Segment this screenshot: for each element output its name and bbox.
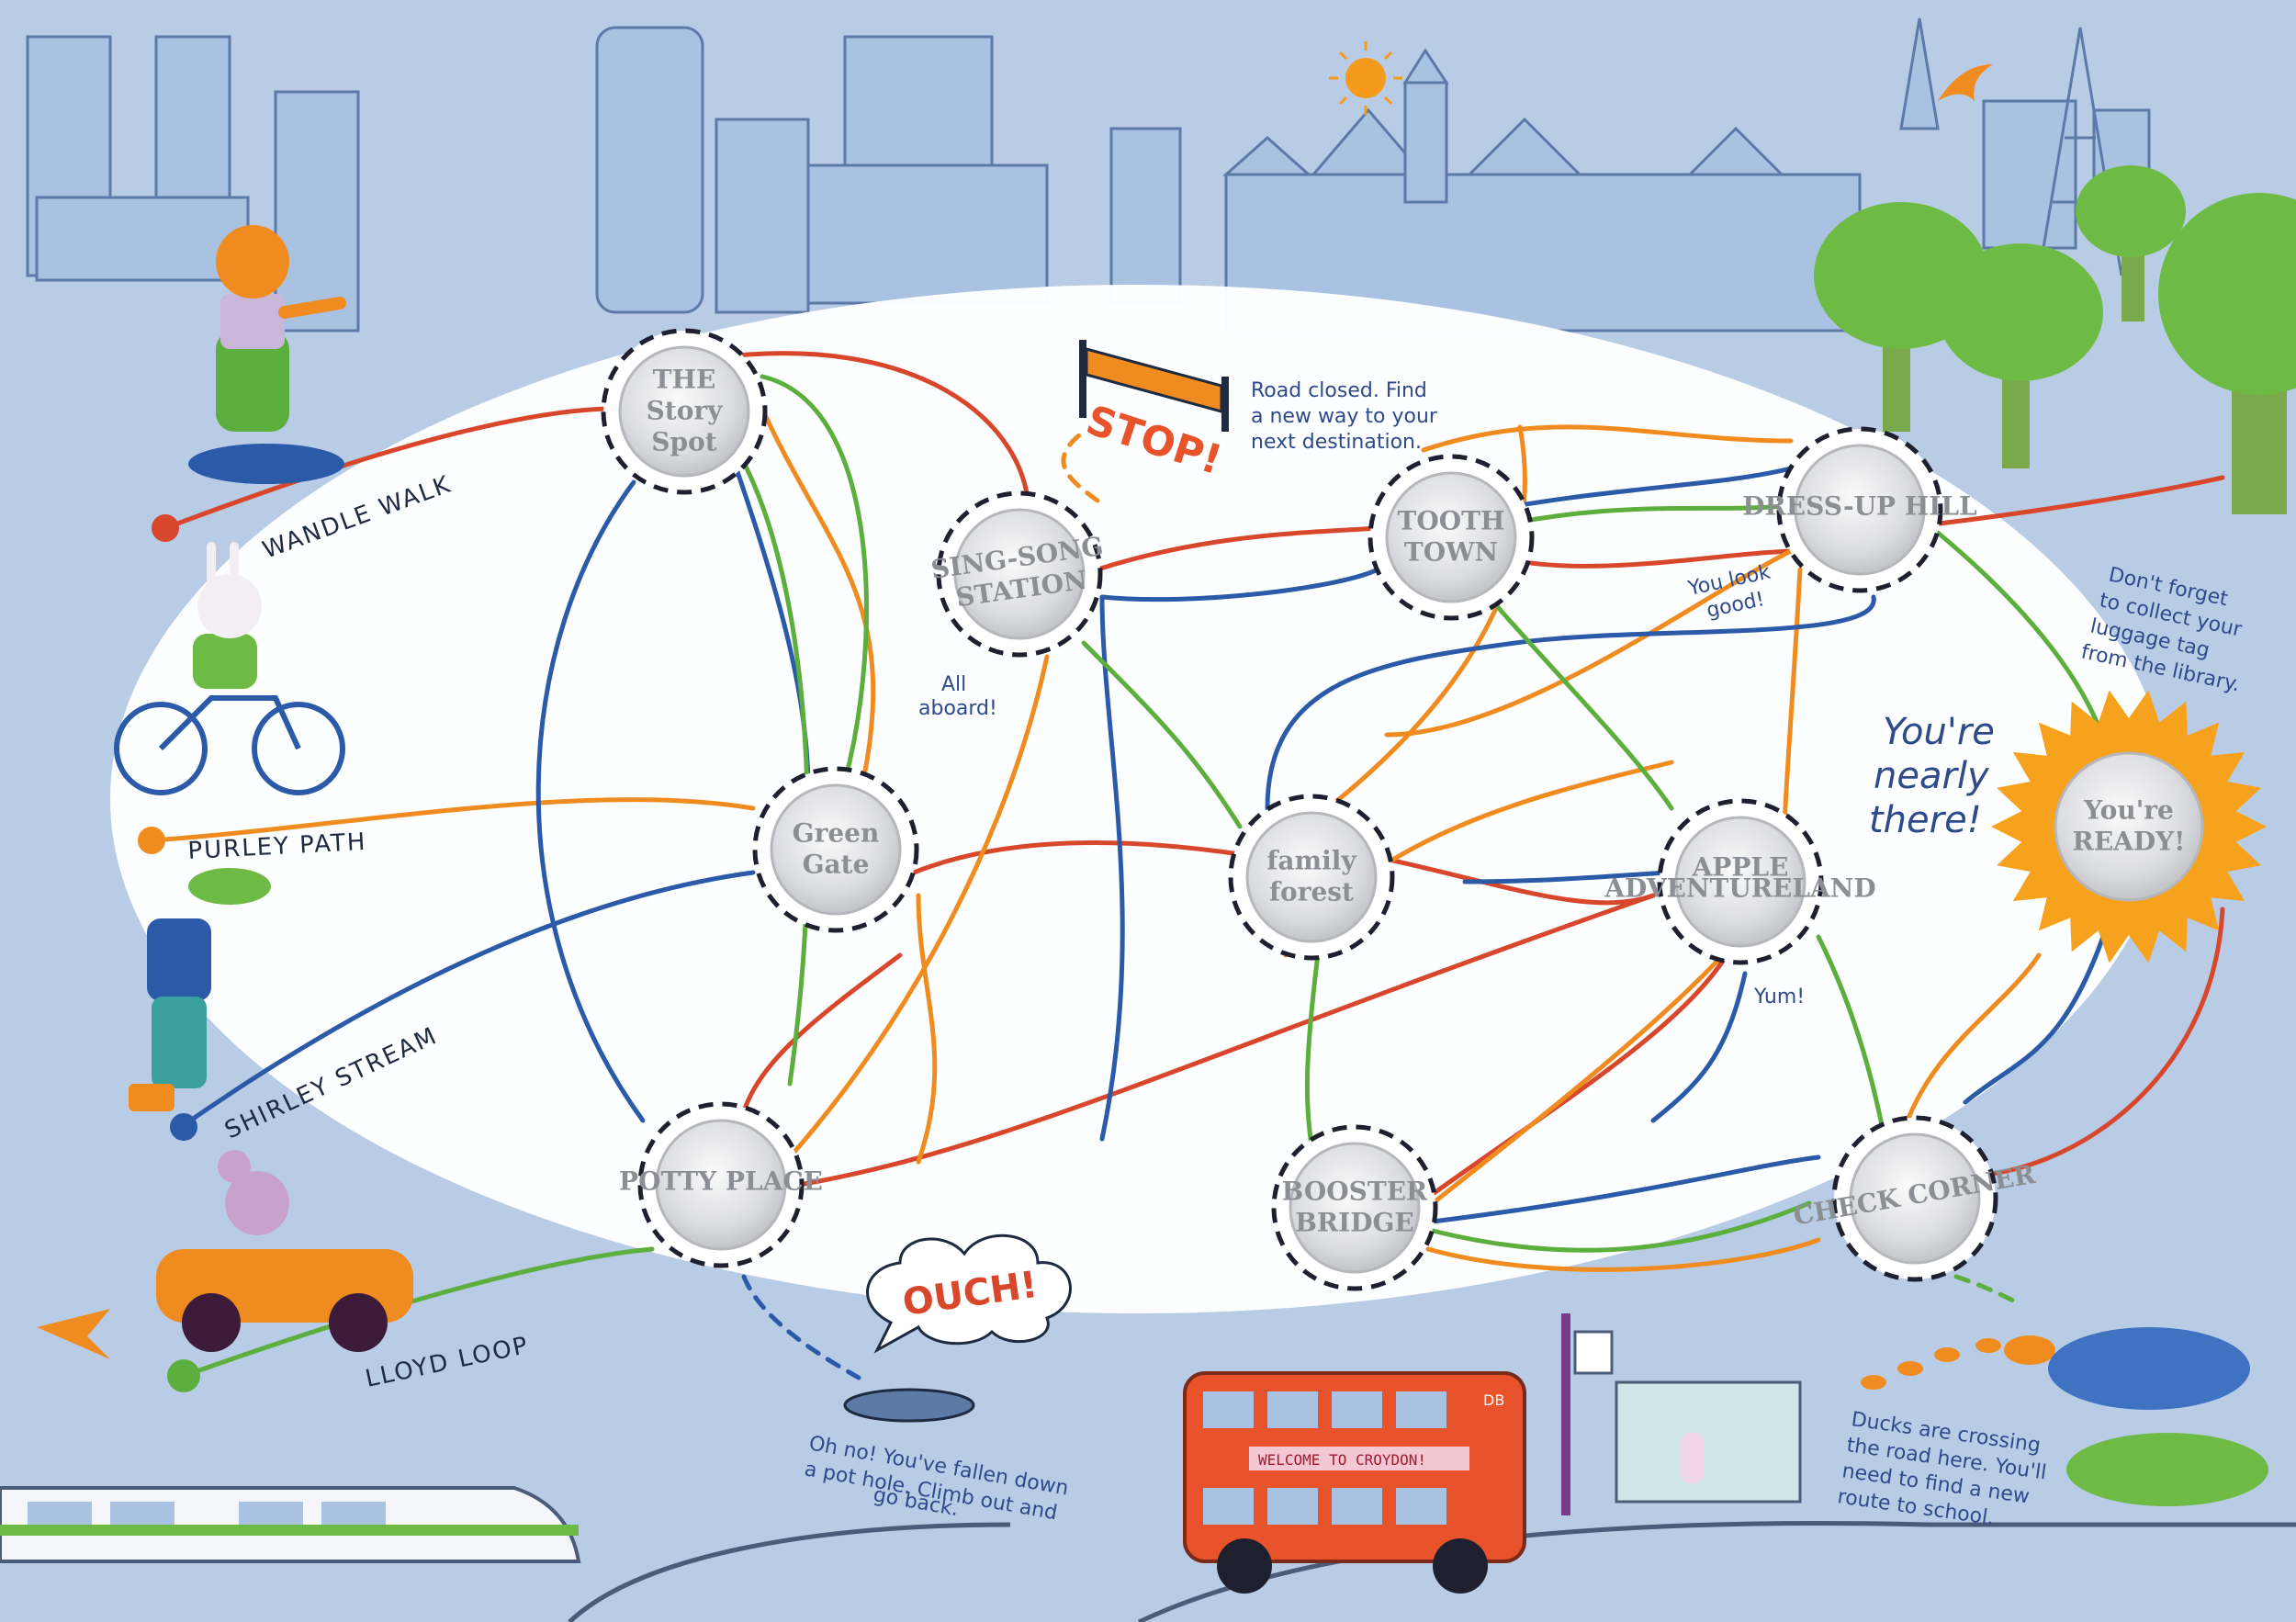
yum-note: Yum! <box>1753 986 1805 1008</box>
stop-coin <box>1794 444 1926 576</box>
stop-coin <box>1849 1132 1981 1265</box>
pond <box>2048 1327 2250 1410</box>
stop-coin <box>655 1119 787 1251</box>
all-aboard-note-1: All <box>941 673 966 696</box>
stop-check[interactable]: CHECK CORNER <box>1791 1115 2038 1282</box>
stop-label: ADVENTURELAND <box>1604 873 1875 904</box>
bear-skateboard-icon <box>188 225 346 484</box>
stop-label: DRESS-UP HILL <box>1742 491 1977 522</box>
stop-label: forest <box>1269 877 1354 907</box>
stop-label: APPLE <box>1692 852 1789 883</box>
trees <box>1814 165 2296 514</box>
stop-dressup[interactable]: DRESS-UP HILL <box>1742 426 1977 593</box>
tram-track <box>568 1522 1011 1622</box>
skyline <box>26 17 2151 332</box>
tram-icon <box>0 1486 581 1563</box>
ducks-icon <box>1861 1335 2055 1390</box>
sun-icon <box>1329 41 1402 115</box>
stop-label: POTTY PLACE <box>619 1166 823 1197</box>
stop-potty[interactable]: POTTY PLACE <box>619 1101 823 1268</box>
start-dot-purley[interactable] <box>138 827 165 854</box>
stop-label: TOOTH <box>1398 506 1505 536</box>
play-area <box>110 285 2167 1313</box>
bus-number: DB <box>1483 1391 1504 1409</box>
pothole-icon <box>843 1388 975 1423</box>
rabbit-bicycle-icon <box>114 542 345 795</box>
crocodile-skates-icon <box>129 868 271 1111</box>
road-closed-note-1: Road closed. Find <box>1251 379 1427 402</box>
stop-coin <box>770 783 902 916</box>
nearly-there-note: You're nearly there! <box>1869 711 1995 841</box>
start-dot-shirley[interactable] <box>170 1113 197 1141</box>
stop-coin <box>2054 751 2204 902</box>
nearly-note-2: nearly <box>1874 755 1990 797</box>
stop-label: Gate <box>803 850 870 880</box>
stop-label: READY! <box>2073 827 2186 857</box>
stop-label: family <box>1266 846 1356 876</box>
all-aboard-note-2: aboard! <box>918 697 997 720</box>
route-orange <box>149 406 2042 1272</box>
stop-coin <box>618 345 750 478</box>
stop-label: BOOSTER <box>1282 1177 1428 1207</box>
stop-label: Green <box>793 818 880 849</box>
stop-label: TOWN <box>1404 537 1498 568</box>
stop-coin <box>1289 1142 1421 1274</box>
nearly-note-3: there! <box>1869 799 1982 841</box>
stop-label: THE <box>653 365 716 395</box>
route-blue <box>181 461 2115 1224</box>
bus-icon: WELCOME TO CROYDON! DB <box>1183 1371 1526 1594</box>
bus-banner: WELCOME TO CROYDON! <box>1258 1451 1426 1469</box>
stop-label: BRIDGE <box>1295 1208 1414 1238</box>
ouch-bubble: OUCH! <box>866 1233 1072 1354</box>
routes <box>149 351 2225 1380</box>
start-dot-lloyd[interactable] <box>167 1359 200 1392</box>
nearly-note-1: You're <box>1883 711 1995 753</box>
mouse-car-icon <box>37 1150 413 1359</box>
stop-label: You're <box>2083 795 2174 826</box>
stop-label: Story <box>647 396 724 426</box>
bus-stop-icon <box>1561 1313 1802 1515</box>
stop-coin <box>953 508 1086 640</box>
stop-coin <box>1385 471 1517 603</box>
bush <box>2066 1433 2268 1506</box>
bird-icon <box>1938 64 1993 101</box>
stop-coin <box>1245 811 1378 943</box>
road-closed-note-2: a new way to your <box>1251 405 1438 428</box>
route-red <box>163 351 2225 1197</box>
start-dot-wandle[interactable] <box>152 514 179 542</box>
stop-coin <box>1674 816 1806 948</box>
stop-label: Spot <box>651 427 716 457</box>
road-closed-note-3: next destination. <box>1251 431 1422 454</box>
start-points <box>138 514 200 1392</box>
